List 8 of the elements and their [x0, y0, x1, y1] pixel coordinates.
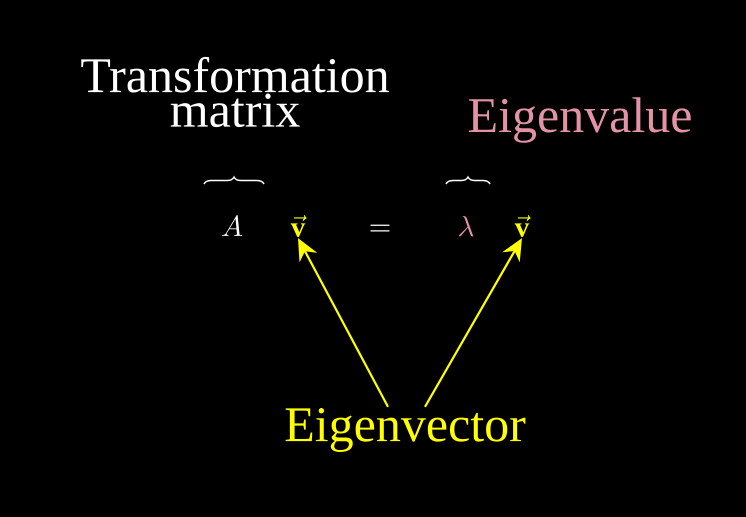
math-symbol: $A$ [222, 215, 242, 236]
vector-symbol: $\vec{\mathbf{v}}$ [514, 215, 531, 237]
text-label: Transformation matrix [81, 56, 389, 128]
text-label: Eigenvector [286, 408, 526, 452]
vector-symbol: $\vec{\mathbf{v}}$ [290, 215, 307, 237]
text-label: Eigenvalue [469, 97, 691, 143]
math-symbol: $\lambda$ [459, 216, 474, 236]
math-symbol: $=$ [370, 224, 390, 232]
